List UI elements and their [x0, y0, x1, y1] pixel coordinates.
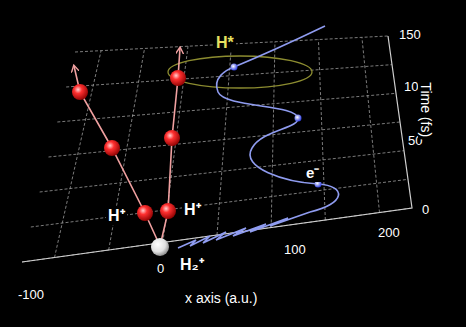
proton-trajectory — [74, 48, 180, 246]
tick-label: 0 — [155, 262, 166, 276]
tick-label: -100 — [16, 288, 46, 302]
tick-label: 200 — [376, 226, 402, 240]
electron-dot — [231, 64, 238, 71]
tick-label: 150 — [397, 28, 423, 42]
electron-dot — [295, 115, 302, 122]
species-label: H₂⁺ — [178, 256, 206, 274]
highlight-ellipse — [168, 56, 312, 88]
electron-trajectory — [178, 26, 339, 248]
molecule-sphere — [151, 238, 169, 256]
tick-label: 100 — [282, 243, 308, 257]
grid-line — [49, 122, 401, 157]
grid-line — [57, 93, 396, 122]
species-label: H* — [214, 34, 236, 52]
grid-line — [362, 37, 380, 212]
axis-title: Time (fs) — [418, 81, 433, 140]
species-label: H⁺ — [182, 201, 203, 219]
proton-spheres — [72, 70, 186, 221]
grid-line — [31, 179, 408, 227]
grid — [22, 36, 412, 262]
grid-line — [66, 65, 392, 87]
tick-label: 0 — [420, 203, 431, 217]
electron-dot — [315, 181, 322, 188]
species-label: e⁻ — [304, 165, 321, 182]
axis-title: x axis (a.u.) — [183, 291, 259, 306]
axis-line — [22, 36, 412, 262]
species-label: H⁺ — [106, 207, 127, 225]
grid-line — [40, 151, 404, 192]
